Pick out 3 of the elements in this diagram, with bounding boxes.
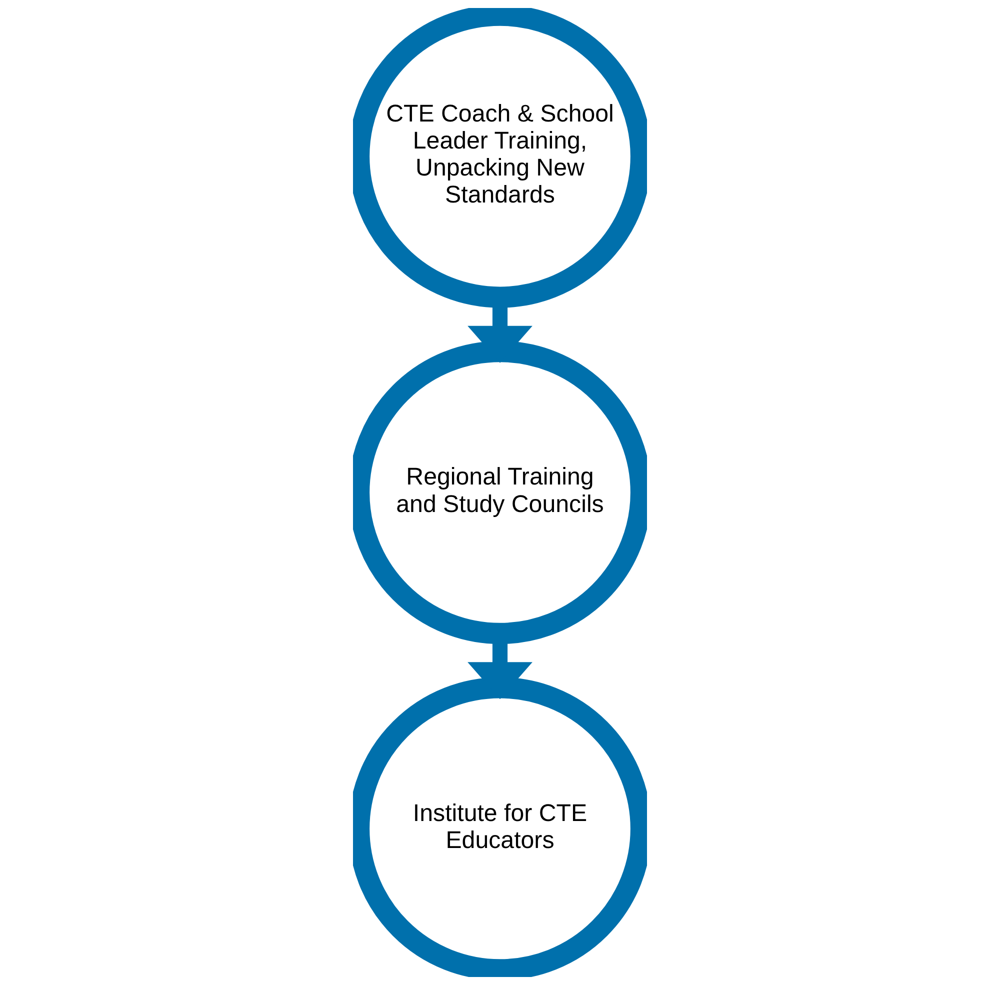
node-circle: Institute for CTE Educators [353,677,647,977]
node-circle: CTE Coach & School Leader Training, Unpacking New Standards [353,8,647,308]
node-circle: Regional Training and Study Councils [353,340,647,644]
